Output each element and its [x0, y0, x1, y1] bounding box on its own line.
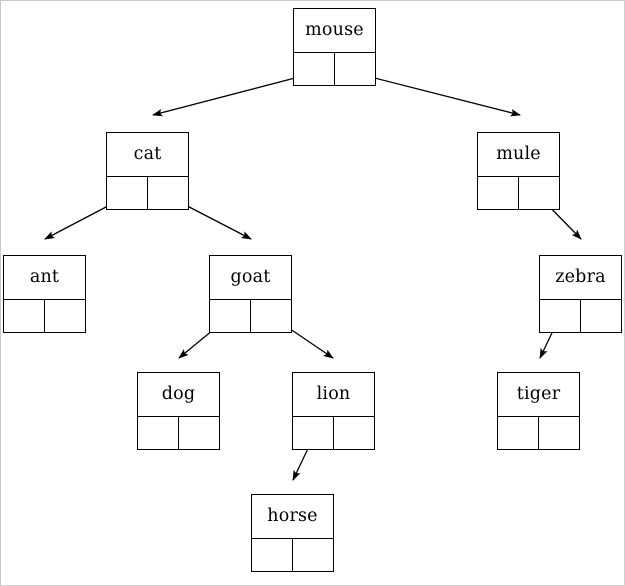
- tree-node-label: ant: [4, 256, 85, 300]
- edge-mouse-to-cat: [151, 72, 315, 117]
- tree-node-pointer-row: [540, 300, 621, 332]
- right-pointer-cell[interactable]: [45, 300, 85, 332]
- left-pointer-cell[interactable]: [540, 300, 581, 332]
- tree-node-mule[interactable]: mule: [477, 132, 560, 210]
- tree-node-cat[interactable]: cat: [106, 132, 189, 210]
- tree-node-label: tiger: [498, 373, 579, 417]
- tree-node-label: mouse: [294, 9, 375, 53]
- left-pointer-cell[interactable]: [107, 177, 148, 209]
- left-pointer-cell[interactable]: [294, 53, 335, 85]
- edge-mouse-to-mule: [354, 72, 522, 117]
- tree-node-tiger[interactable]: tiger: [497, 372, 580, 450]
- tree-node-pointer-row: [107, 177, 188, 209]
- left-pointer-cell[interactable]: [293, 417, 334, 449]
- tree-node-pointer-row: [138, 417, 219, 449]
- right-pointer-cell[interactable]: [581, 300, 621, 332]
- tree-node-pointer-row: [210, 300, 291, 332]
- tree-node-zebra[interactable]: zebra: [539, 255, 622, 333]
- left-pointer-cell[interactable]: [210, 300, 251, 332]
- tree-node-label: dog: [138, 373, 219, 417]
- tree-node-label: mule: [478, 133, 559, 177]
- left-pointer-cell[interactable]: [138, 417, 179, 449]
- tree-node-mouse[interactable]: mouse: [293, 8, 376, 86]
- left-pointer-cell[interactable]: [498, 417, 539, 449]
- left-pointer-cell[interactable]: [4, 300, 45, 332]
- tree-node-label: goat: [210, 256, 291, 300]
- right-pointer-cell[interactable]: [519, 177, 559, 209]
- tree-node-goat[interactable]: goat: [209, 255, 292, 333]
- tree-node-ant[interactable]: ant: [3, 255, 86, 333]
- left-pointer-cell[interactable]: [478, 177, 519, 209]
- tree-node-label: zebra: [540, 256, 621, 300]
- tree-node-dog[interactable]: dog: [137, 372, 220, 450]
- tree-node-pointer-row: [294, 53, 375, 85]
- right-pointer-cell[interactable]: [335, 53, 375, 85]
- left-pointer-cell[interactable]: [252, 539, 293, 571]
- right-pointer-cell[interactable]: [148, 177, 188, 209]
- tree-node-label: lion: [293, 373, 374, 417]
- tree-node-pointer-row: [4, 300, 85, 332]
- right-pointer-cell[interactable]: [334, 417, 374, 449]
- right-pointer-cell[interactable]: [179, 417, 219, 449]
- tree-node-lion[interactable]: lion: [292, 372, 375, 450]
- tree-node-horse[interactable]: horse: [251, 494, 334, 572]
- tree-node-pointer-row: [293, 417, 374, 449]
- tree-node-label: cat: [107, 133, 188, 177]
- tree-node-label: horse: [252, 495, 333, 539]
- tree-node-pointer-row: [478, 177, 559, 209]
- right-pointer-cell[interactable]: [539, 417, 579, 449]
- right-pointer-cell[interactable]: [293, 539, 333, 571]
- tree-node-pointer-row: [252, 539, 333, 571]
- right-pointer-cell[interactable]: [251, 300, 291, 332]
- tree-node-pointer-row: [498, 417, 579, 449]
